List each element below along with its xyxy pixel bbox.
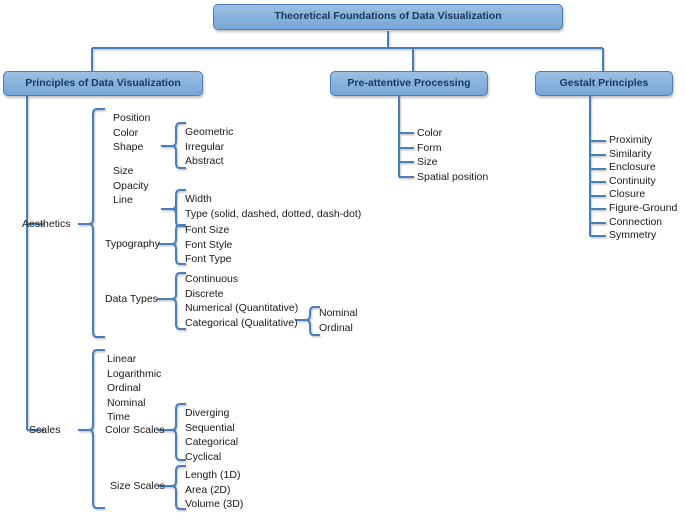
list-item[interactable]: Categorical (Qualitative) (185, 316, 298, 329)
list-item[interactable]: Form (417, 141, 442, 154)
list-item[interactable]: Logarithmic (107, 367, 162, 380)
list-item[interactable]: Font Type (185, 253, 232, 266)
list-item[interactable]: Similarity (609, 147, 652, 160)
list-item[interactable]: Line (113, 194, 133, 207)
list-item[interactable]: Size (113, 165, 134, 177)
leaf-group-scales-children: Linear Logarithmic Ordinal Nominal Time (107, 352, 161, 425)
branch-label-color-scales-text: Color Scales (105, 424, 165, 436)
leaf-group-preattentive-children: Color Form Size Spatial position (417, 126, 488, 184)
list-item[interactable]: Font Style (185, 238, 233, 251)
branch-label-aesthetics-text: Aesthetics (22, 218, 71, 230)
node-gestalt-principles[interactable]: Gestalt Principles (535, 71, 673, 96)
list-item[interactable]: Ordinal (319, 321, 353, 334)
list-item[interactable]: Linear (107, 353, 137, 365)
list-item[interactable]: Length (1D) (185, 469, 241, 481)
branch-label-size-scales[interactable]: Size Scales (110, 479, 165, 494)
list-item[interactable]: Nominal (319, 307, 358, 319)
list-item[interactable]: Spatial position (417, 170, 489, 183)
branch-label-scales[interactable]: Scales (29, 423, 61, 438)
list-item[interactable]: Categorical (185, 436, 239, 449)
node-root-title-label: Theoretical Foundations of Data Visualiz… (274, 10, 502, 23)
branch-label-typography[interactable]: Typography (105, 237, 160, 252)
leaf-group-color-scales-children: Diverging Sequential Categorical Cyclica… (185, 406, 238, 464)
list-item[interactable]: Position (113, 112, 151, 124)
node-pre-attentive-processing[interactable]: Pre-attentive Processing (330, 71, 488, 96)
list-item[interactable]: Geometric (185, 126, 234, 138)
list-item[interactable]: Ordinal (107, 382, 141, 395)
list-item[interactable]: Size (417, 156, 438, 169)
bracket-aesthetics (88, 108, 105, 338)
leaf-group-line-children: Width Type (solid, dashed, dotted, dash-… (185, 192, 361, 221)
list-item[interactable]: Opacity (113, 179, 149, 192)
list-item[interactable]: Numerical (Quantitative) (185, 302, 299, 315)
bracket-color-scales (171, 403, 186, 461)
leaf-group-categorical-children: Nominal Ordinal (319, 306, 358, 335)
branch-label-data-types[interactable]: Data Types (105, 292, 158, 307)
bracket-typography (171, 224, 186, 265)
branch-label-aesthetics[interactable]: Aesthetics (22, 217, 70, 232)
list-item[interactable]: Diverging (185, 407, 230, 419)
leaf-group-aesthetics-1: Position Color Shape (113, 111, 150, 155)
leaf-group-shape-children: Geometric Irregular Abstract (185, 125, 233, 169)
list-item[interactable]: Figure-Ground (609, 201, 678, 214)
bracket-scales (88, 349, 105, 509)
list-item[interactable]: Color (113, 126, 139, 139)
bracket-size-scales (171, 465, 186, 510)
bracket-shape (171, 122, 186, 169)
list-item[interactable]: Type (solid, dashed, dotted, dash-dot) (185, 207, 362, 220)
list-item[interactable]: Discrete (185, 287, 224, 300)
branch-label-scales-text: Scales (29, 424, 61, 436)
bracket-line (171, 189, 186, 227)
leaf-group-typography-children: Font Size Font Style Font Type (185, 223, 232, 267)
list-item[interactable]: Irregular (185, 140, 225, 153)
node-principles-label: Principles of Data Visualization (25, 76, 181, 89)
branch-label-data-types-text: Data Types (105, 293, 158, 305)
leaf-group-size-scales-children: Length (1D) Area (2D) Volume (3D) (185, 468, 243, 512)
leaf-group-aesthetics-2: Size Opacity Line (113, 164, 149, 208)
list-item[interactable]: Volume (3D) (185, 498, 244, 511)
branch-label-size-scales-text: Size Scales (110, 480, 165, 492)
branch-label-color-scales[interactable]: Color Scales (105, 423, 165, 438)
list-item[interactable]: Shape (113, 141, 144, 154)
node-pre-attentive-label: Pre-attentive Processing (347, 76, 471, 89)
leaf-group-data-types-children: Continuous Discrete Numerical (Quantitat… (185, 272, 298, 330)
node-principles-of-data-visualization[interactable]: Principles of Data Visualization (3, 71, 203, 96)
bracket-categorical (305, 306, 320, 336)
branch-label-typography-text: Typography (105, 238, 160, 250)
node-gestalt-label: Gestalt Principles (559, 76, 649, 89)
bracket-data-types (171, 272, 186, 330)
list-item[interactable]: Proximity (609, 134, 653, 146)
list-item[interactable]: Closure (609, 188, 646, 201)
list-item[interactable]: Connection (609, 215, 663, 228)
list-item[interactable]: Symmetry (609, 229, 657, 242)
list-item[interactable]: Font Size (185, 224, 230, 236)
list-item[interactable]: Enclosure (609, 161, 656, 174)
list-item[interactable]: Color (417, 127, 443, 139)
leaf-group-gestalt-children: Proximity Similarity Enclosure Continuit… (609, 134, 677, 243)
list-item[interactable]: Abstract (185, 155, 224, 168)
list-item[interactable]: Cyclical (185, 450, 222, 463)
list-item[interactable]: Width (185, 193, 212, 205)
list-item[interactable]: Time (107, 411, 130, 424)
list-item[interactable]: Nominal (107, 396, 146, 409)
list-item[interactable]: Sequential (185, 421, 235, 434)
list-item[interactable]: Continuous (185, 273, 239, 285)
list-item[interactable]: Area (2D) (185, 483, 231, 496)
node-root-title[interactable]: Theoretical Foundations of Data Visualiz… (213, 4, 563, 30)
list-item[interactable]: Continuity (609, 174, 656, 187)
